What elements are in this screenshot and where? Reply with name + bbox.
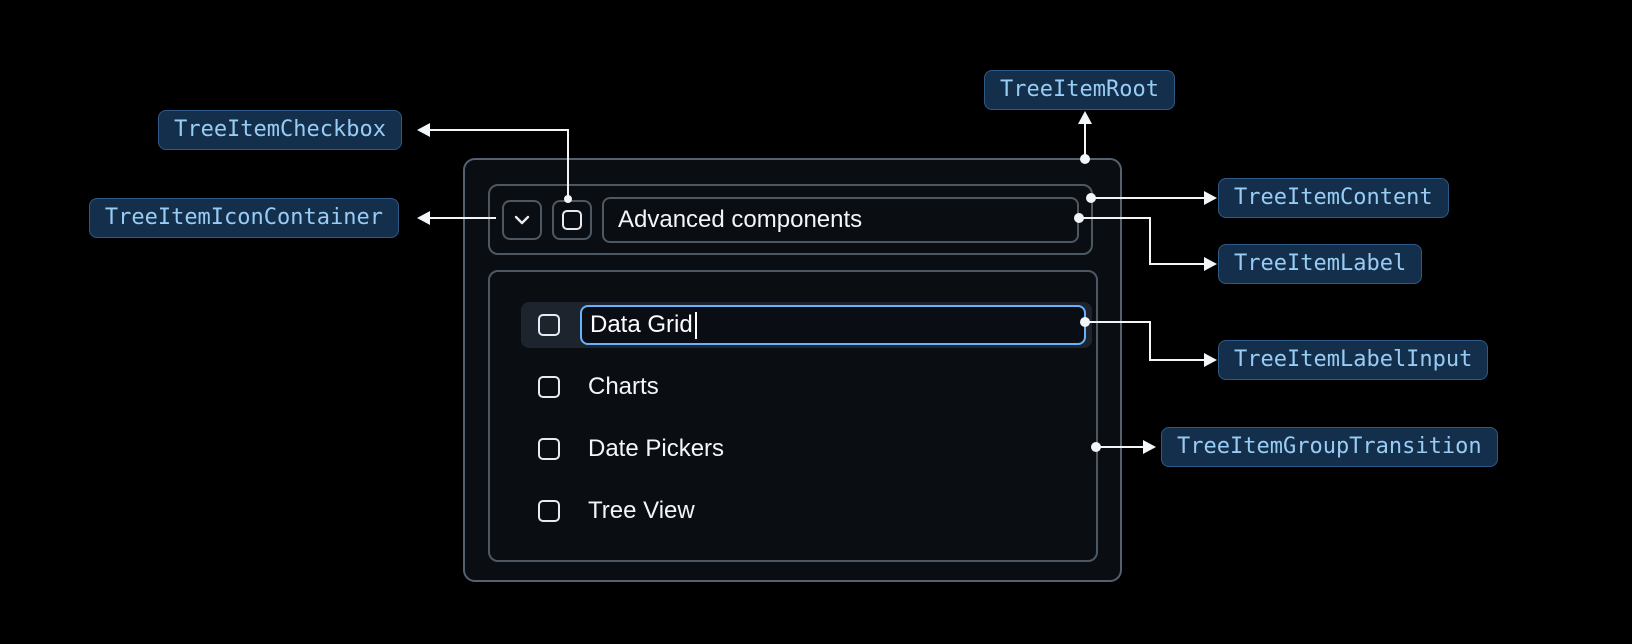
badge-tree-item-label: TreeItemLabel xyxy=(1218,244,1423,284)
tree-item-editing-row[interactable]: Data Grid xyxy=(521,302,1092,348)
badge-tree-item-checkbox: TreeItemCheckbox xyxy=(158,110,402,150)
arrow-right-icon xyxy=(1204,257,1217,271)
checkbox-icon[interactable] xyxy=(562,209,582,230)
badge-tree-item-root: TreeItemRoot xyxy=(984,70,1175,110)
checkbox-icon[interactable] xyxy=(538,438,560,460)
tree-item-content[interactable]: Advanced components xyxy=(488,184,1093,255)
arrow-right-icon xyxy=(1204,191,1217,205)
badge-tree-item-group-transition: TreeItemGroupTransition xyxy=(1161,427,1498,467)
arrow-up-icon xyxy=(1078,111,1092,124)
tree-item-row-label: Date Pickers xyxy=(588,435,725,462)
tree-item-root: Advanced components Data Grid Charts Dat… xyxy=(463,158,1122,582)
text-cursor xyxy=(694,311,697,339)
tree-item-icon-container[interactable] xyxy=(502,199,542,240)
chevron-down-icon xyxy=(510,208,534,232)
arrow-left-icon xyxy=(417,123,430,137)
badge-tree-item-content: TreeItemContent xyxy=(1218,178,1449,218)
arrow-left-icon xyxy=(417,211,430,225)
tree-item-row[interactable]: Tree View xyxy=(490,488,1096,534)
tree-item-row-label: Tree View xyxy=(588,497,695,524)
badge-tree-item-icon-container: TreeItemIconContainer xyxy=(88,198,399,238)
tree-item-label: Advanced components xyxy=(602,196,1079,243)
tree-item-label-input[interactable]: Data Grid xyxy=(580,305,1086,345)
checkbox-icon[interactable] xyxy=(538,500,560,522)
tree-item-row[interactable]: Date Pickers xyxy=(490,426,1096,472)
tree-item-checkbox-container[interactable] xyxy=(552,199,592,240)
badge-tree-item-label-input: TreeItemLabelInput xyxy=(1218,340,1489,380)
arrow-right-icon xyxy=(1204,353,1217,367)
label-input-value: Data Grid xyxy=(590,311,693,338)
tree-item-group-transition: Data Grid Charts Date Pickers Tree View xyxy=(488,270,1098,562)
arrow-right-icon xyxy=(1143,440,1156,454)
connector-tree-item-root xyxy=(1078,111,1092,164)
checkbox-icon[interactable] xyxy=(538,314,560,336)
tree-item-row[interactable]: Charts xyxy=(490,364,1096,410)
checkbox-icon[interactable] xyxy=(538,376,560,398)
tree-item-row-label: Charts xyxy=(588,373,659,400)
